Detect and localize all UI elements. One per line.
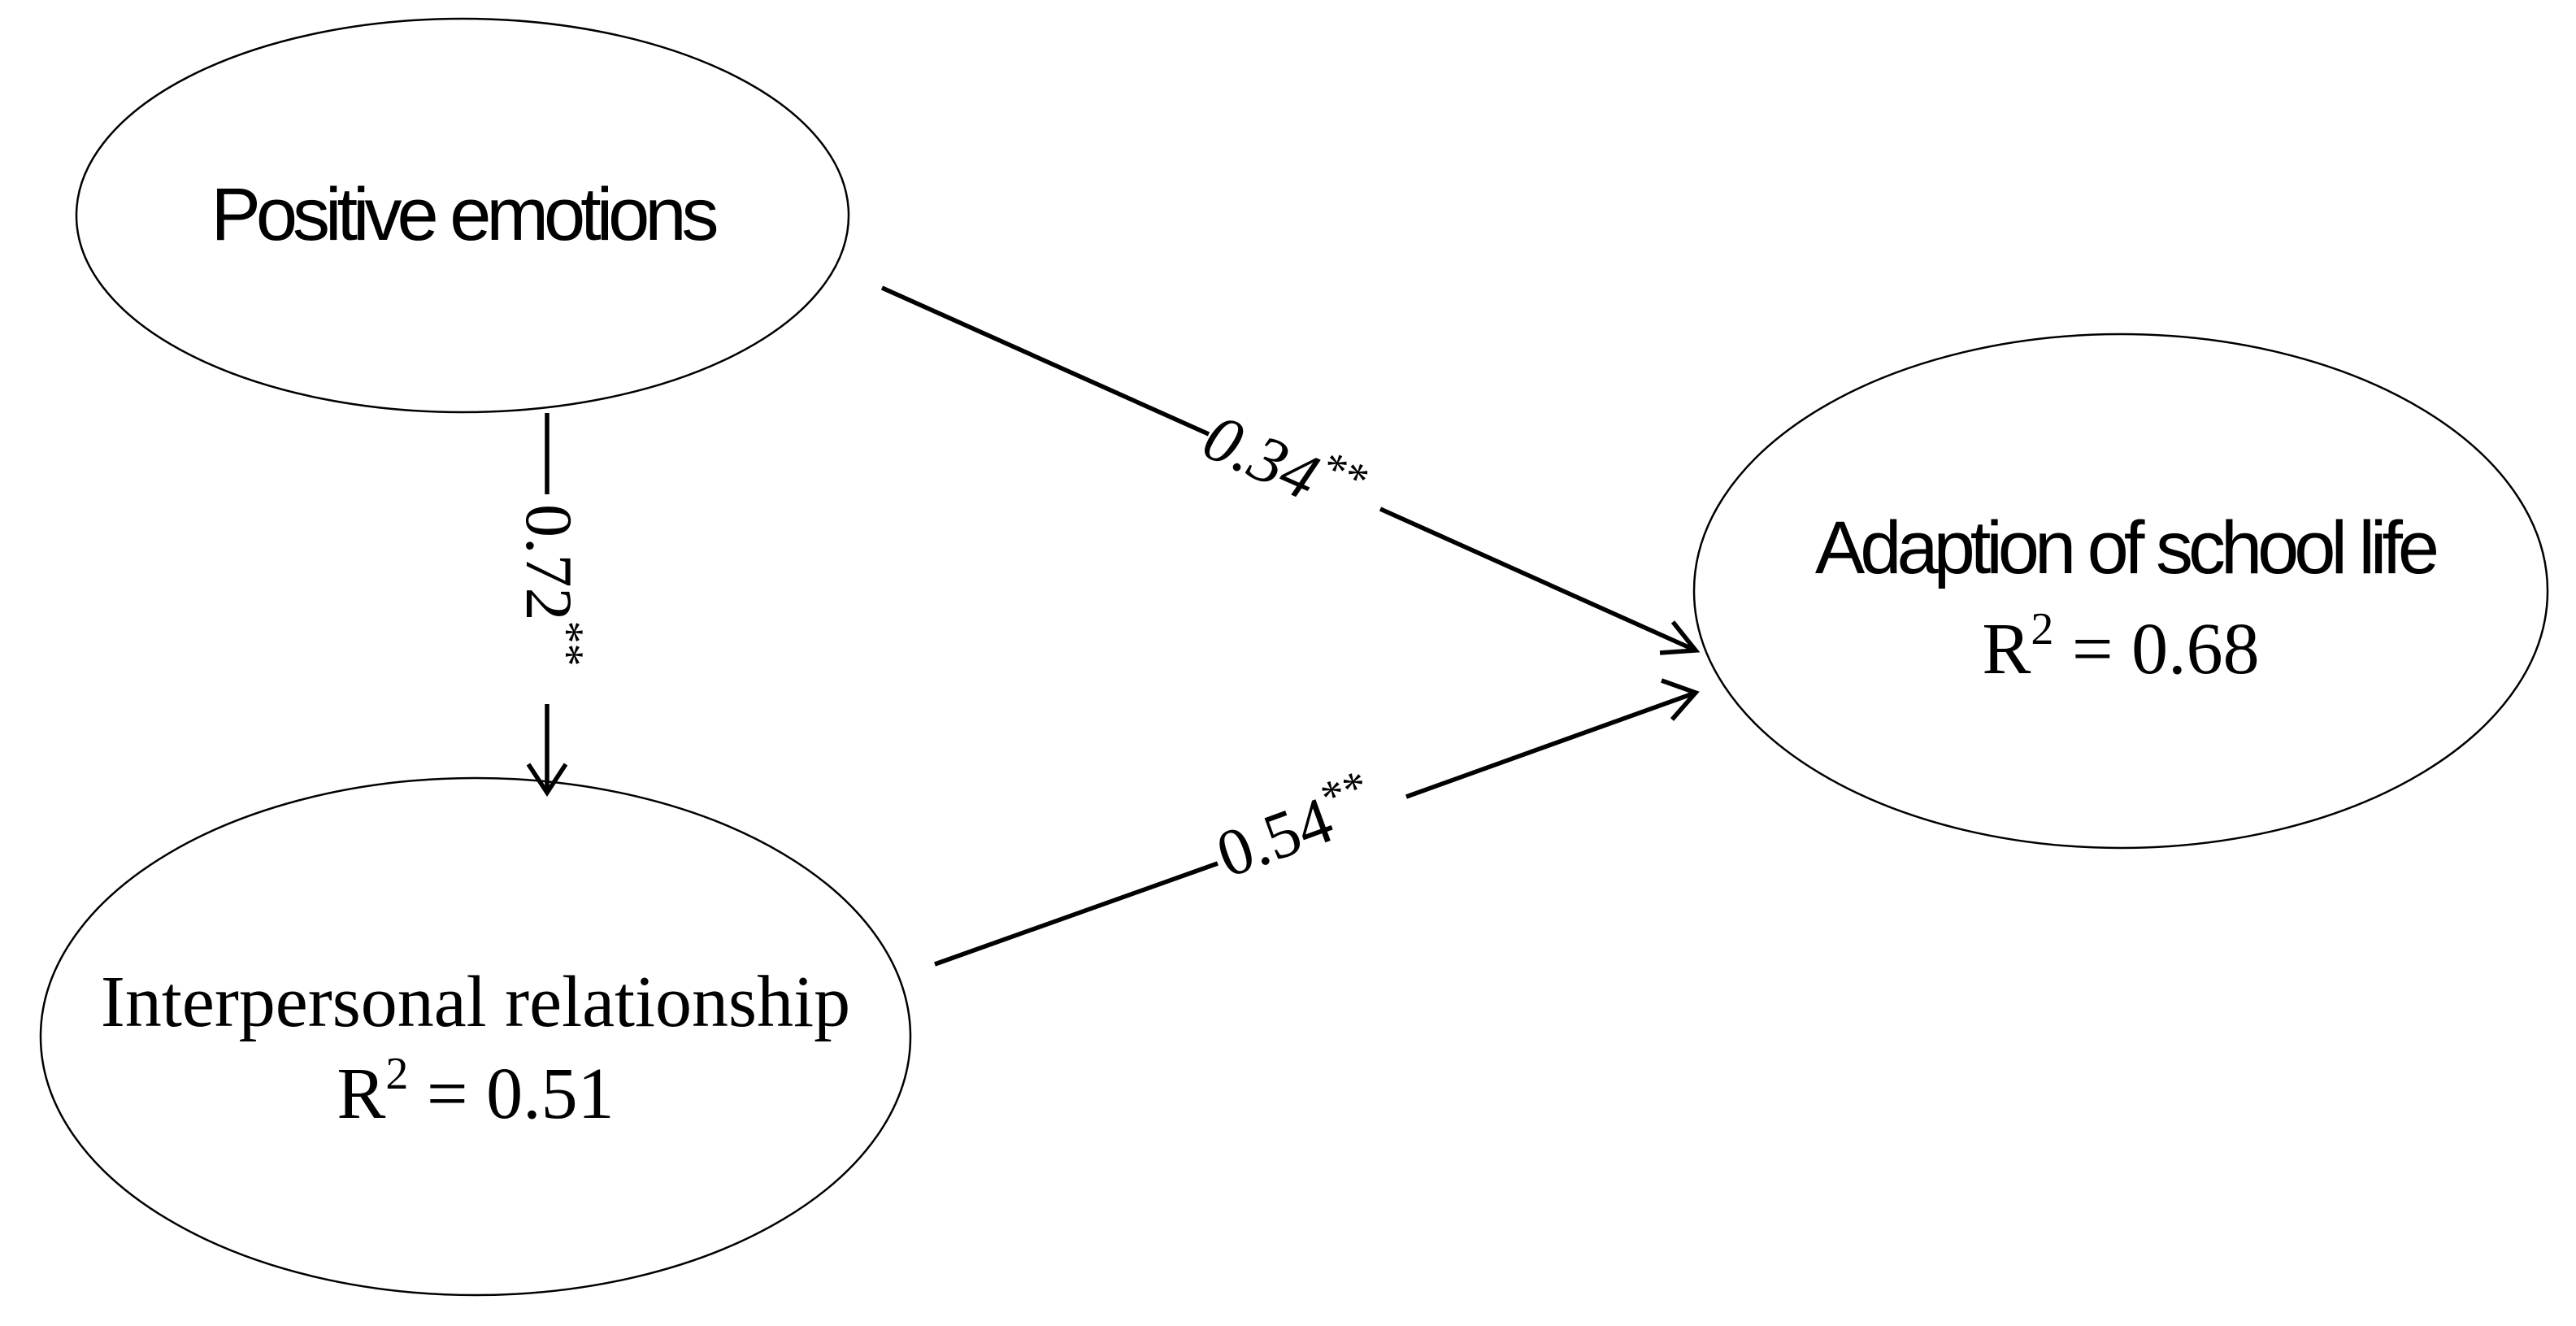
node-interpersonal-relationship-r2: R2 = 0.51 [337, 1049, 614, 1134]
node-adaption-of-school-life-r2: R2 = 0.68 [1982, 604, 2259, 689]
coefficient-ir-to-asl: 0.54** [1205, 761, 1384, 892]
node-interpersonal-relationship-label: Interpersonal relationship [101, 962, 850, 1042]
arrowhead-icon [526, 763, 568, 798]
node-interpersonal-relationship: Interpersonal relationship R2 = 0.51 [39, 776, 912, 1297]
arrowhead-icon [1661, 678, 1700, 721]
arrowhead-icon [1659, 620, 1701, 655]
node-positive-emotions-label: Positive emotions [211, 173, 717, 256]
coefficient-pe-to-ir: 0.72** [512, 504, 593, 667]
coefficient-pe-to-asl: 0.34** [1193, 393, 1375, 533]
path-positive-emotions-to-interpersonal: 0.72** [512, 413, 593, 798]
node-positive-emotions: Positive emotions [75, 17, 850, 414]
node-adaption-of-school-life-label: Adaption of school life [1815, 506, 2437, 589]
path-positive-emotions-to-adaption: 0.34** [880, 285, 1701, 655]
path-interpersonal-to-adaption: 0.54** [934, 678, 1700, 967]
node-adaption-of-school-life: Adaption of school life R2 = 0.68 [1692, 333, 2549, 850]
